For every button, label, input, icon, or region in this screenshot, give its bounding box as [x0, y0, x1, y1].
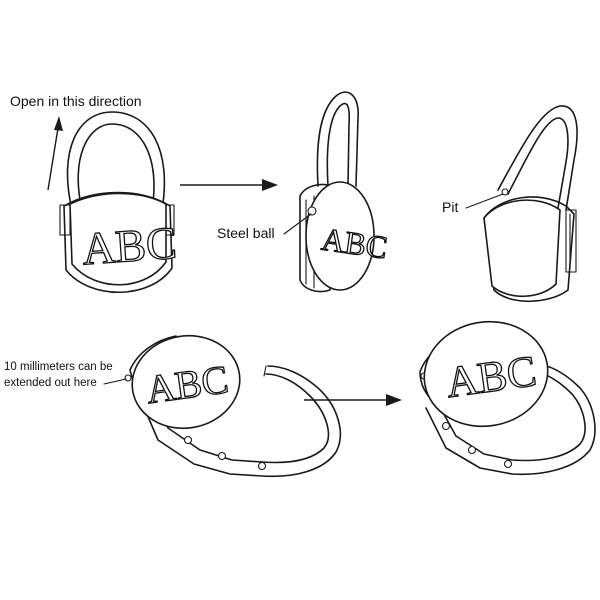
label-extend-line-1: 10 millimeters can be	[4, 361, 113, 373]
extension-leader	[103, 378, 127, 385]
pit-marker	[501, 188, 509, 196]
figure-back-view-pit	[483, 105, 578, 303]
steel-ball-marker	[307, 206, 317, 216]
label-extend-line-2: extended out here	[4, 377, 97, 389]
figure-retracted-chain: ABC	[419, 320, 596, 476]
steel-ball-leader	[283, 213, 312, 235]
arrow-figure-4-to-5	[304, 394, 402, 406]
monogram-figure-1: ABC	[80, 217, 178, 274]
label-steel-ball: Steel ball	[217, 225, 275, 241]
pit-leader	[465, 193, 504, 209]
figure-extended-chain: ABC	[124, 334, 342, 478]
open-direction-arrow	[47, 116, 63, 191]
extension-marker	[124, 374, 132, 382]
figure-closed-hanger: ABC	[59, 111, 179, 294]
label-pit: Pit	[442, 199, 458, 215]
arrow-figure-1-to-2	[180, 179, 278, 191]
monogram-figure-2: ABC	[320, 221, 390, 266]
figure-opening-hanger: ABC	[299, 91, 390, 293]
label-open-direction: Open in this direction	[10, 93, 142, 109]
